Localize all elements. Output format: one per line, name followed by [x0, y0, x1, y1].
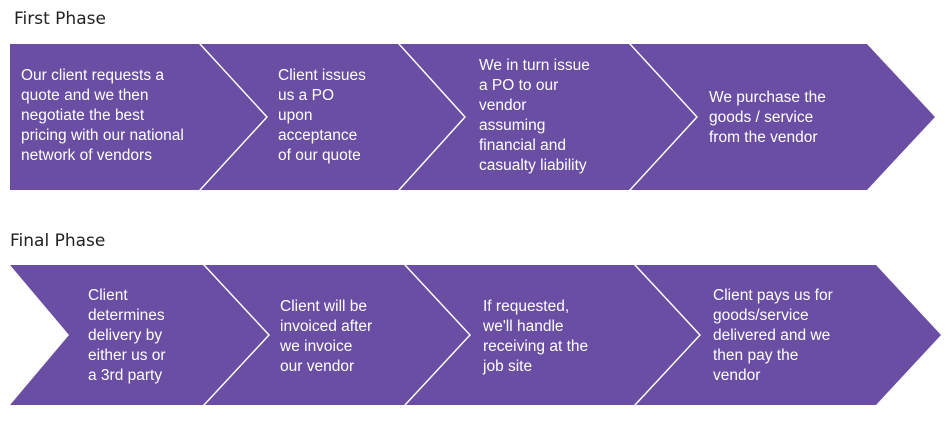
first-phase-step-2-text: Client issues us a PO upon acceptance of…	[278, 67, 366, 164]
final-phase-step-2-text: Client will be invoiced after we invoice…	[280, 298, 373, 375]
first-phase-process-row	[10, 44, 935, 190]
first-phase-step-3-arrow	[400, 44, 696, 190]
final-phase-title: Final Phase	[10, 231, 106, 251]
final-phase-step-4-arrow	[636, 265, 941, 405]
final-phase-step-4-text: Client pays us for goods/service deliver…	[713, 287, 833, 384]
final-phase-process-row	[10, 265, 941, 405]
first-phase-step-3-text: We in turn issue a PO to our vendor assu…	[479, 57, 590, 174]
first-phase-step-1-text: Our client requests a quote and we then …	[21, 67, 184, 164]
final-phase-step-3-arrow	[406, 265, 699, 405]
first-phase-step-4-text: We purchase the goods / service from the…	[709, 89, 826, 146]
final-phase-step-2-arrow	[205, 265, 469, 405]
final-phase-step-1-arrow	[10, 265, 268, 405]
first-phase-title: First Phase	[14, 9, 106, 29]
first-phase-step-4-arrow	[631, 44, 935, 190]
final-phase-step-3-text: If requested, we'll handle receiving at …	[483, 298, 589, 375]
final-phase-step-1-text: Client determines delivery by either us …	[88, 287, 166, 384]
first-phase-step-1-arrow	[10, 44, 266, 190]
first-phase-step-2-arrow	[201, 44, 464, 190]
